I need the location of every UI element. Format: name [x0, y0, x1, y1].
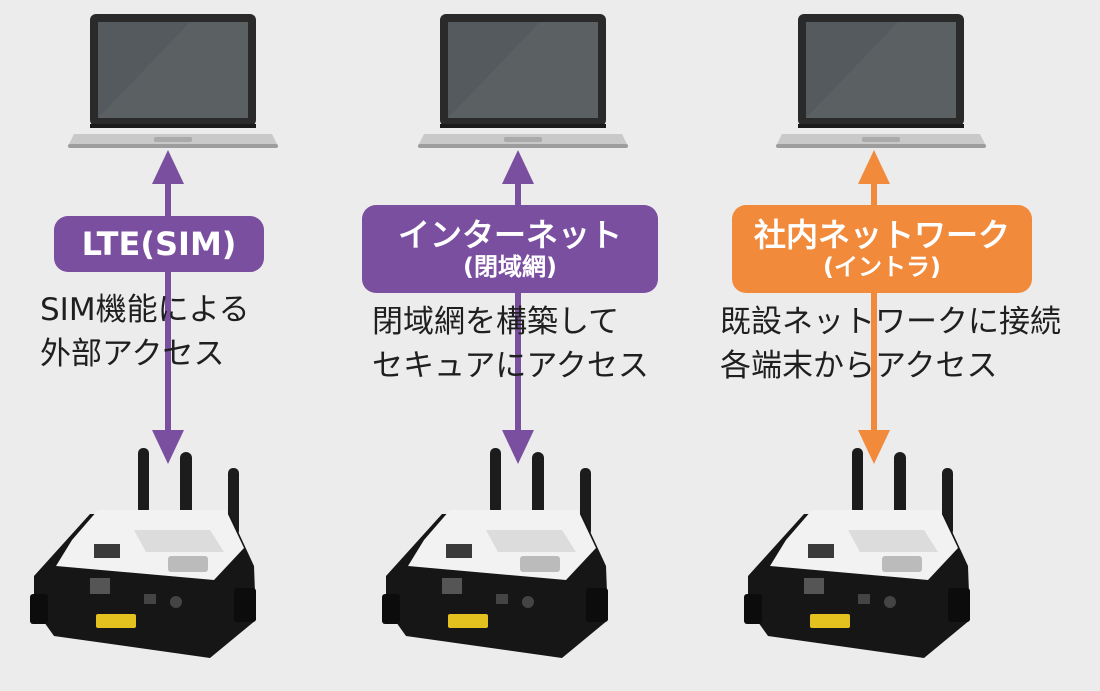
- ethernet-port: [442, 578, 462, 594]
- description-intranet: 既設ネットワークに接続 各端末からアクセス: [720, 300, 1061, 388]
- badge-main-label: インターネット: [397, 216, 622, 254]
- description-line-2: 各端末からアクセス: [720, 348, 998, 384]
- laptop-base-edge: [418, 144, 628, 148]
- laptop-hinge: [90, 124, 256, 128]
- connection-badge-lte: LTE(SIM): [54, 216, 264, 272]
- connection-badge-internet: インターネット (閉域網): [362, 205, 658, 293]
- din-rail-tab: [810, 614, 850, 628]
- ethernet-port: [90, 578, 110, 594]
- badge-sub-label: (閉域網): [463, 253, 557, 281]
- column-internet: インターネット (閉域網) 閉域網を構築して セキュアにアクセス: [350, 0, 690, 691]
- badge-sub-label: (イントラ): [823, 253, 941, 281]
- description-line-2: 外部アクセス: [40, 336, 225, 372]
- router-label-panel: [134, 530, 224, 552]
- mount-clamp-right: [234, 588, 256, 622]
- laptop-base-edge: [68, 144, 278, 148]
- router-icon: [30, 448, 256, 658]
- router-logo-mark: [94, 544, 120, 558]
- laptop-icon: [68, 14, 278, 148]
- router-logo-mark: [808, 544, 834, 558]
- description-line-1: 閉域網を構築して: [372, 304, 620, 340]
- laptop-hinge: [440, 124, 606, 128]
- ethernet-port: [804, 578, 824, 594]
- din-rail-tab: [96, 614, 136, 628]
- router-sim-slot: [882, 556, 922, 572]
- description-internet: 閉域網を構築して セキュアにアクセス: [372, 300, 649, 388]
- mount-clamp-left: [744, 594, 762, 624]
- screen-glare: [98, 22, 248, 118]
- column-intranet: 社内ネットワーク (イントラ) 既設ネットワークに接続 各端末からアクセス: [710, 0, 1061, 691]
- router-icon: [744, 448, 970, 658]
- description-line-1: 既設ネットワークに接続: [720, 304, 1061, 340]
- column-art: [382, 14, 628, 658]
- router-label-panel: [486, 530, 576, 552]
- screen-glare: [448, 22, 598, 118]
- description-line-2: セキュアにアクセス: [372, 348, 649, 384]
- arrow-head-down: [502, 430, 534, 464]
- description-line-1: SIM機能による: [40, 292, 250, 328]
- router-logo-mark: [446, 544, 472, 558]
- bidirectional-arrow-icon: [152, 150, 184, 464]
- router-icon: [382, 448, 608, 658]
- arrow-head-up: [858, 150, 890, 184]
- router-label-panel: [848, 530, 938, 552]
- arrow-head-down: [858, 430, 890, 464]
- arrow-head-down: [152, 430, 184, 464]
- mount-clamp-right: [948, 588, 970, 622]
- mount-clamp-left: [382, 594, 400, 624]
- power-jack: [884, 596, 896, 608]
- laptop-base-edge: [776, 144, 986, 148]
- power-jack: [170, 596, 182, 608]
- laptop-icon: [776, 14, 986, 148]
- laptop-hinge: [798, 124, 964, 128]
- power-jack: [522, 596, 534, 608]
- laptop-trackpad: [862, 137, 900, 142]
- connection-badge-intranet: 社内ネットワーク (イントラ): [732, 205, 1032, 293]
- router-sim-slot: [168, 556, 208, 572]
- arrow-head-up: [152, 150, 184, 184]
- laptop-trackpad: [154, 137, 192, 142]
- badge-main-label: 社内ネットワーク: [753, 216, 1010, 254]
- usb-port: [144, 594, 156, 604]
- screen-glare: [806, 22, 956, 118]
- usb-port: [858, 594, 870, 604]
- arrow-head-up: [502, 150, 534, 184]
- antenna-1: [490, 448, 501, 514]
- router-sim-slot: [520, 556, 560, 572]
- column-lte: LTE(SIM) SIM機能による 外部アクセス: [0, 0, 340, 691]
- din-rail-tab: [448, 614, 488, 628]
- description-lte: SIM機能による 外部アクセス: [40, 288, 250, 376]
- antenna-1: [138, 448, 149, 514]
- usb-port: [496, 594, 508, 604]
- badge-main-label: LTE(SIM): [81, 225, 237, 263]
- mount-clamp-left: [30, 594, 48, 624]
- antenna-1: [852, 448, 863, 514]
- mount-clamp-right: [586, 588, 608, 622]
- laptop-icon: [418, 14, 628, 148]
- laptop-trackpad: [504, 137, 542, 142]
- column-art: [30, 14, 278, 658]
